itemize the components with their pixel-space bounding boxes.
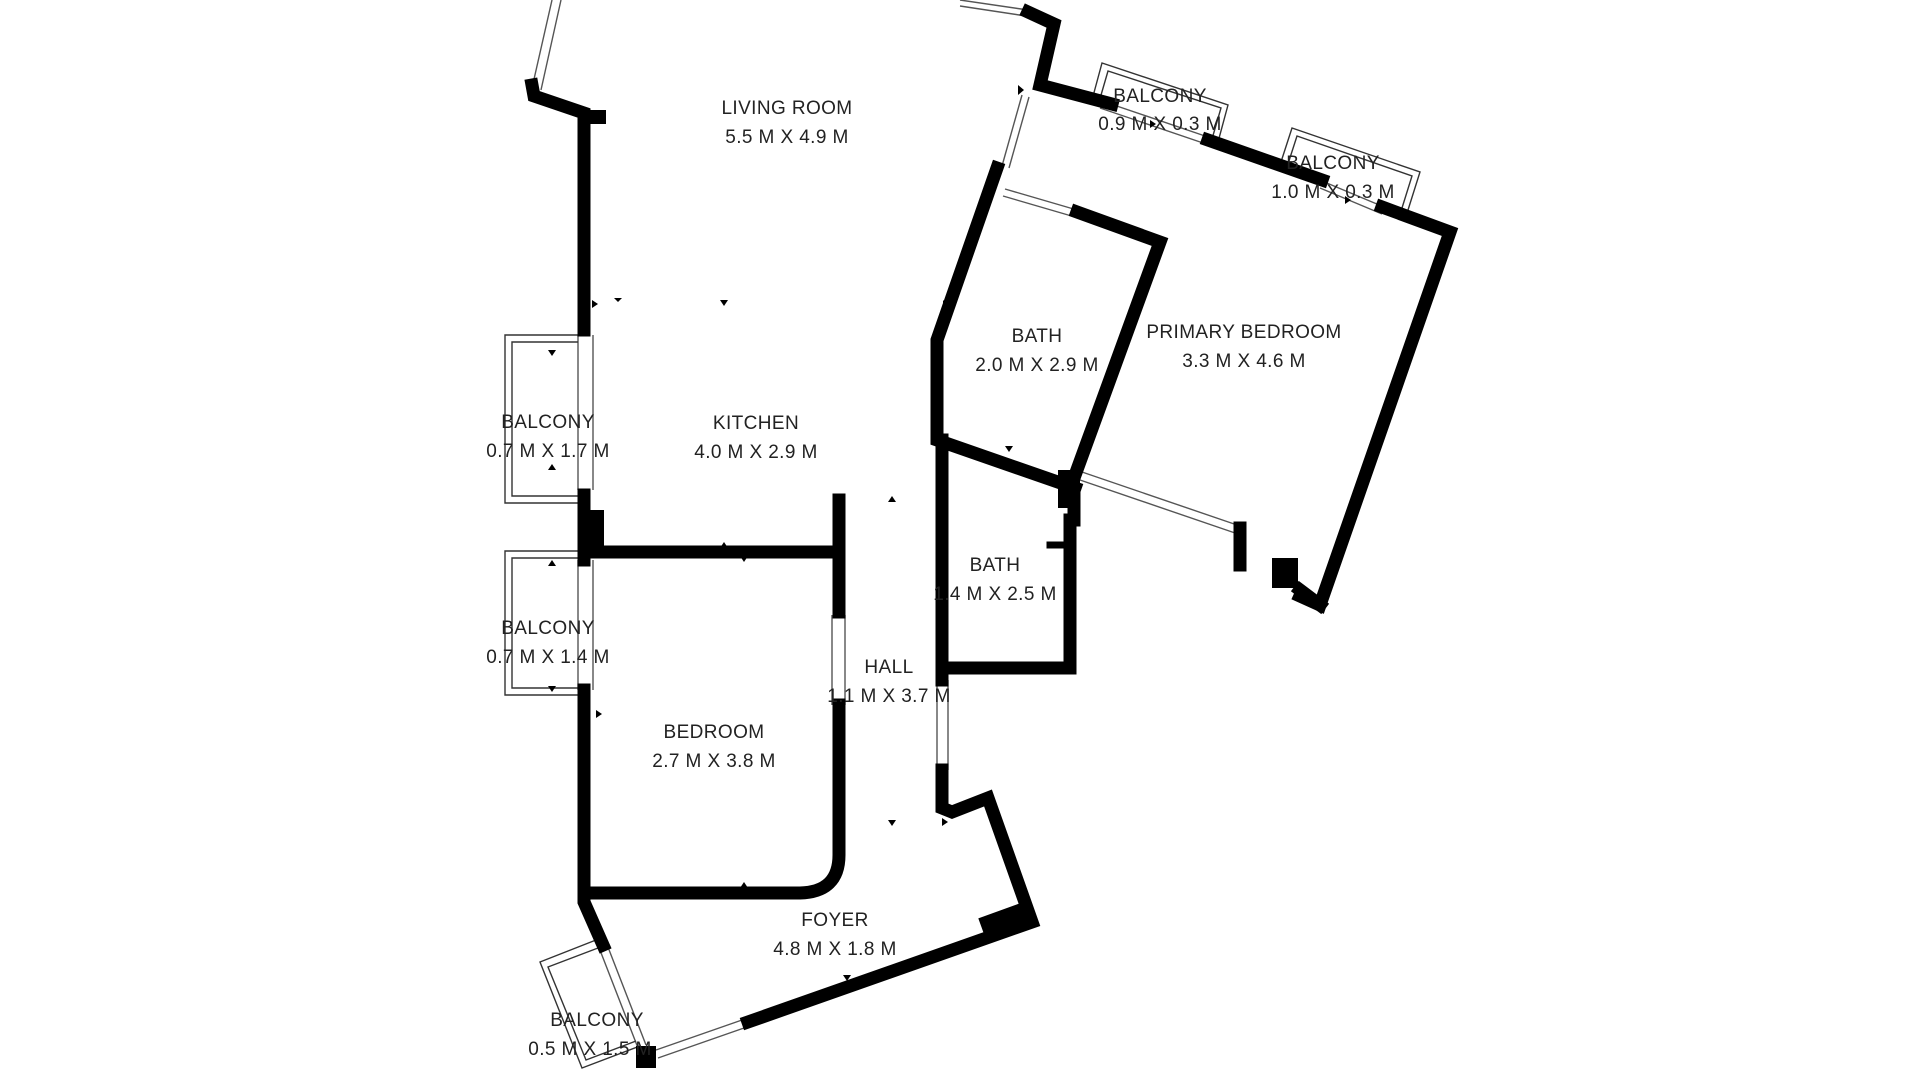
room-balcony-top: BALCONY 0.9 M X 0.3 M bbox=[1098, 86, 1221, 135]
room-bath-lower: BATH 1.4 M X 2.5 M bbox=[933, 555, 1056, 605]
room-size: 0.5 M X 1.5 M bbox=[528, 1039, 651, 1060]
room-size: 4.0 M X 2.9 M bbox=[694, 442, 817, 463]
marker bbox=[740, 882, 748, 888]
room-name: BALCONY bbox=[1286, 153, 1380, 174]
room-bedroom: BEDROOM 2.7 M X 3.8 M bbox=[652, 722, 775, 772]
marker bbox=[614, 298, 622, 302]
marker bbox=[592, 300, 598, 308]
room-balcony-left-lower: BALCONY 0.7 M X 1.4 M bbox=[486, 618, 609, 668]
marker bbox=[548, 686, 556, 692]
marker bbox=[1150, 120, 1156, 128]
room-name: PRIMARY BEDROOM bbox=[1146, 322, 1341, 343]
room-size: 0.9 M X 0.3 M bbox=[1098, 114, 1221, 135]
room-size: 0.7 M X 1.7 M bbox=[486, 441, 609, 462]
room-balcony-left-upper: BALCONY 0.7 M X 1.7 M bbox=[486, 412, 609, 462]
walls bbox=[524, 3, 1459, 1068]
room-name: LIVING ROOM bbox=[721, 98, 852, 119]
marker bbox=[740, 556, 748, 562]
room-name: BATH bbox=[970, 555, 1021, 576]
room-size: 4.8 M X 1.8 M bbox=[773, 939, 896, 960]
room-name: BALCONY bbox=[501, 618, 595, 639]
room-size: 0.7 M X 1.4 M bbox=[486, 647, 609, 668]
marker bbox=[942, 818, 948, 826]
room-size: 1.1 M X 3.7 M bbox=[827, 686, 950, 707]
room-labels: LIVING ROOM 5.5 M X 4.9 M BALCONY 0.9 M … bbox=[486, 86, 1394, 1060]
room-living-room: LIVING ROOM 5.5 M X 4.9 M bbox=[721, 98, 852, 148]
room-kitchen: KITCHEN 4.0 M X 2.9 M bbox=[694, 413, 817, 463]
room-size: 1.0 M X 0.3 M bbox=[1271, 182, 1394, 203]
marker bbox=[943, 300, 948, 312]
marker bbox=[1005, 446, 1013, 452]
marker bbox=[843, 975, 851, 981]
room-size: 3.3 M X 4.6 M bbox=[1182, 351, 1305, 372]
markers bbox=[548, 85, 1351, 981]
marker bbox=[838, 820, 844, 828]
windows bbox=[531, 0, 1385, 1059]
marker bbox=[1130, 306, 1136, 314]
room-size: 5.5 M X 4.9 M bbox=[725, 127, 848, 148]
room-name: HALL bbox=[864, 657, 913, 678]
room-name: BALCONY bbox=[1113, 86, 1207, 107]
marker bbox=[720, 300, 728, 306]
room-hall: HALL 1.1 M X 3.7 M bbox=[827, 657, 950, 707]
room-foyer: FOYER 4.8 M X 1.8 M bbox=[773, 910, 896, 960]
room-name: BALCONY bbox=[501, 412, 595, 433]
room-name: KITCHEN bbox=[713, 413, 799, 434]
marker bbox=[1345, 196, 1351, 204]
room-bath-upper: BATH 2.0 M X 2.9 M bbox=[975, 326, 1098, 376]
room-size: 1.4 M X 2.5 M bbox=[933, 584, 1056, 605]
room-name: BATH bbox=[1012, 326, 1063, 347]
marker bbox=[720, 542, 728, 548]
marker bbox=[1018, 85, 1024, 95]
marker bbox=[548, 350, 556, 356]
balcony-outlines bbox=[504, 62, 1421, 1069]
marker bbox=[548, 464, 556, 470]
room-size: 2.0 M X 2.9 M bbox=[975, 355, 1098, 376]
room-primary-bedroom: PRIMARY BEDROOM 3.3 M X 4.6 M bbox=[1146, 322, 1341, 372]
room-size: 2.7 M X 3.8 M bbox=[652, 751, 775, 772]
room-balcony-bottom-left: BALCONY 0.5 M X 1.5 M bbox=[528, 1010, 651, 1060]
marker bbox=[888, 496, 896, 502]
marker bbox=[548, 560, 556, 566]
room-balcony-right: BALCONY 1.0 M X 0.3 M bbox=[1271, 153, 1394, 203]
room-name: BEDROOM bbox=[664, 722, 765, 743]
room-name: BALCONY bbox=[550, 1010, 644, 1031]
room-name: FOYER bbox=[801, 910, 868, 931]
marker bbox=[888, 820, 896, 826]
marker bbox=[596, 710, 602, 718]
